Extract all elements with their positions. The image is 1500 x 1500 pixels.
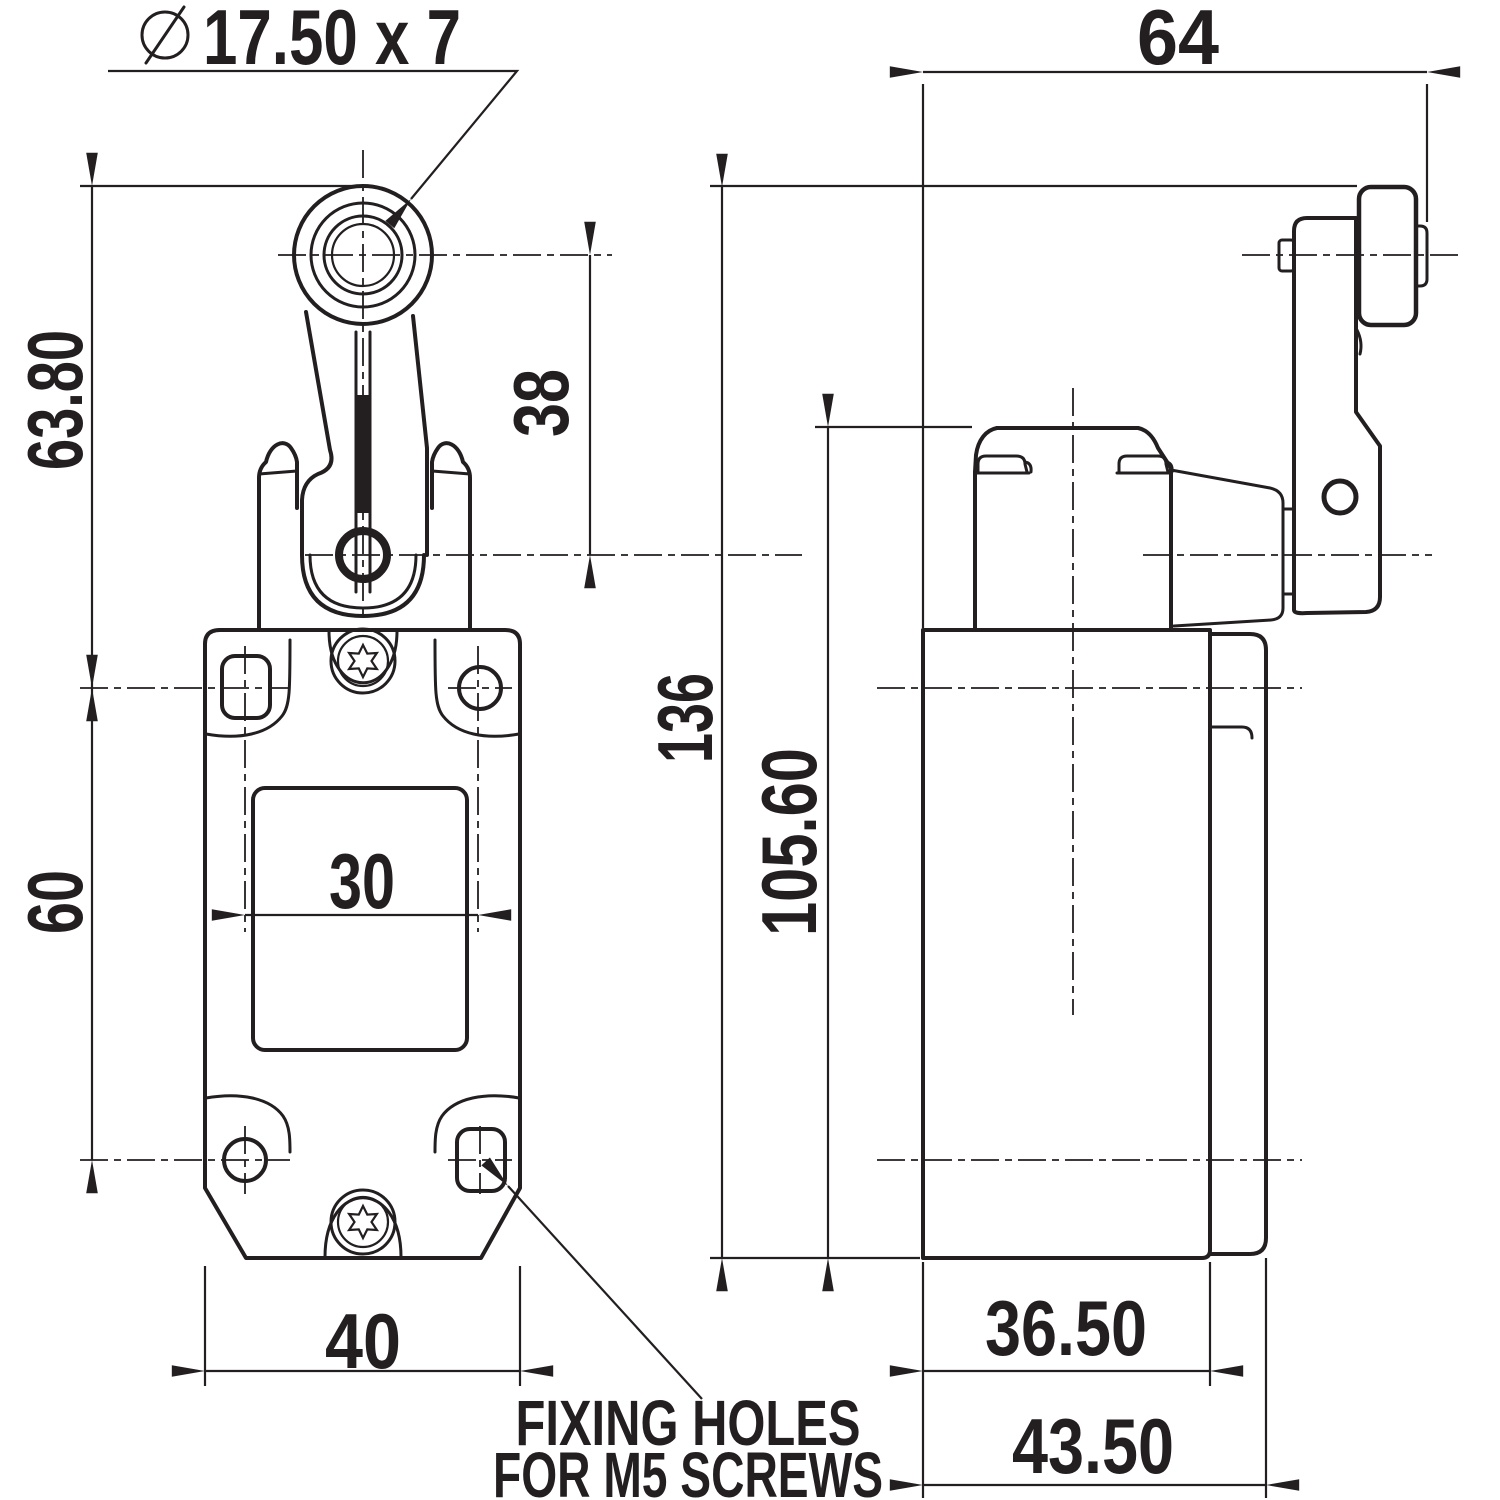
- dim-overall-depth: 43.50: [889, 1258, 1300, 1498]
- head-side: [973, 426, 1296, 632]
- lever-clamp-hole: [1321, 478, 1359, 516]
- torx-screw-top: [329, 627, 397, 695]
- dim-overall-height: 136: [641, 153, 1357, 1292]
- roller-axle-pin: [1277, 238, 1296, 273]
- diameter-icon: [140, 10, 190, 60]
- lever-arm-front: [300, 310, 429, 618]
- dim-label-roller-to-pivot: 38: [497, 369, 585, 437]
- dim-overall-width-side: 64: [889, 0, 1461, 628]
- dim-body-depth: 36.50: [889, 1262, 1244, 1498]
- dim-roller-to-pivot: 38: [497, 221, 596, 589]
- lever-slot: [355, 395, 371, 513]
- head-front: [257, 441, 472, 632]
- note-leader-line: [481, 1157, 703, 1400]
- side-centerlines: [877, 254, 1460, 1161]
- head-shaft-side: [1169, 468, 1285, 628]
- dim-hole-spacing-vertical: 60: [11, 654, 99, 1194]
- roller-side: [1356, 184, 1419, 328]
- torx-screw-bottom: [329, 1188, 397, 1256]
- cover-plate-side: [1208, 632, 1268, 1256]
- mounting-hole-top-left: [220, 654, 272, 720]
- roller-axle-cap: [1414, 224, 1429, 288]
- dim-label-hole-spacing-vertical: 60: [11, 870, 99, 934]
- dim-label-overall-width-side: 64: [1137, 0, 1219, 81]
- fixing-holes-note: FIXING HOLES FOR M5 SCREWS: [481, 1157, 883, 1500]
- dim-label-overall-height: 136: [641, 673, 729, 763]
- dim-roller-diameter: 17.50 x 7: [108, 0, 520, 229]
- front-centerlines: [80, 150, 802, 1194]
- head-screw-left: [976, 454, 1029, 474]
- lever-pivot: [335, 527, 391, 583]
- dim-label-head-and-body-height: 105.60: [745, 748, 833, 936]
- body-side: [921, 628, 1268, 1260]
- dim-label-lever-length: 63.80: [11, 330, 99, 470]
- head-screw-right: [1117, 454, 1170, 474]
- dim-head-and-body-height: 105.60: [745, 393, 972, 1292]
- dim-body-width: 40: [171, 1266, 554, 1386]
- note-line2: FOR M5 SCREWS: [493, 1439, 883, 1500]
- note-line1: FIXING HOLES: [516, 1387, 861, 1459]
- dimension-annotations: 17.50 x 7 63.80 60 38 30 40: [11, 0, 1461, 1500]
- dim-label-roller-size: 17.50 x 7: [203, 0, 461, 81]
- mounting-hole-bottom-left: [222, 1137, 268, 1183]
- dim-lever-length: 63.80: [11, 152, 356, 722]
- dim-label-overall-depth: 43.50: [1012, 1402, 1174, 1490]
- mounting-hole-top-right: [457, 665, 503, 711]
- roller-front: [292, 184, 434, 326]
- dim-label-body-depth: 36.50: [985, 1284, 1147, 1372]
- dim-label-cover-hole-spacing: 30: [329, 837, 395, 925]
- body-front: [203, 627, 522, 1260]
- roller-leader-line: [108, 69, 520, 229]
- dim-label-body-width: 40: [325, 1297, 401, 1385]
- side-view: [877, 184, 1460, 1260]
- lever-arm-side: [1277, 184, 1429, 616]
- dim-cover-hole-spacing: 30: [211, 837, 512, 925]
